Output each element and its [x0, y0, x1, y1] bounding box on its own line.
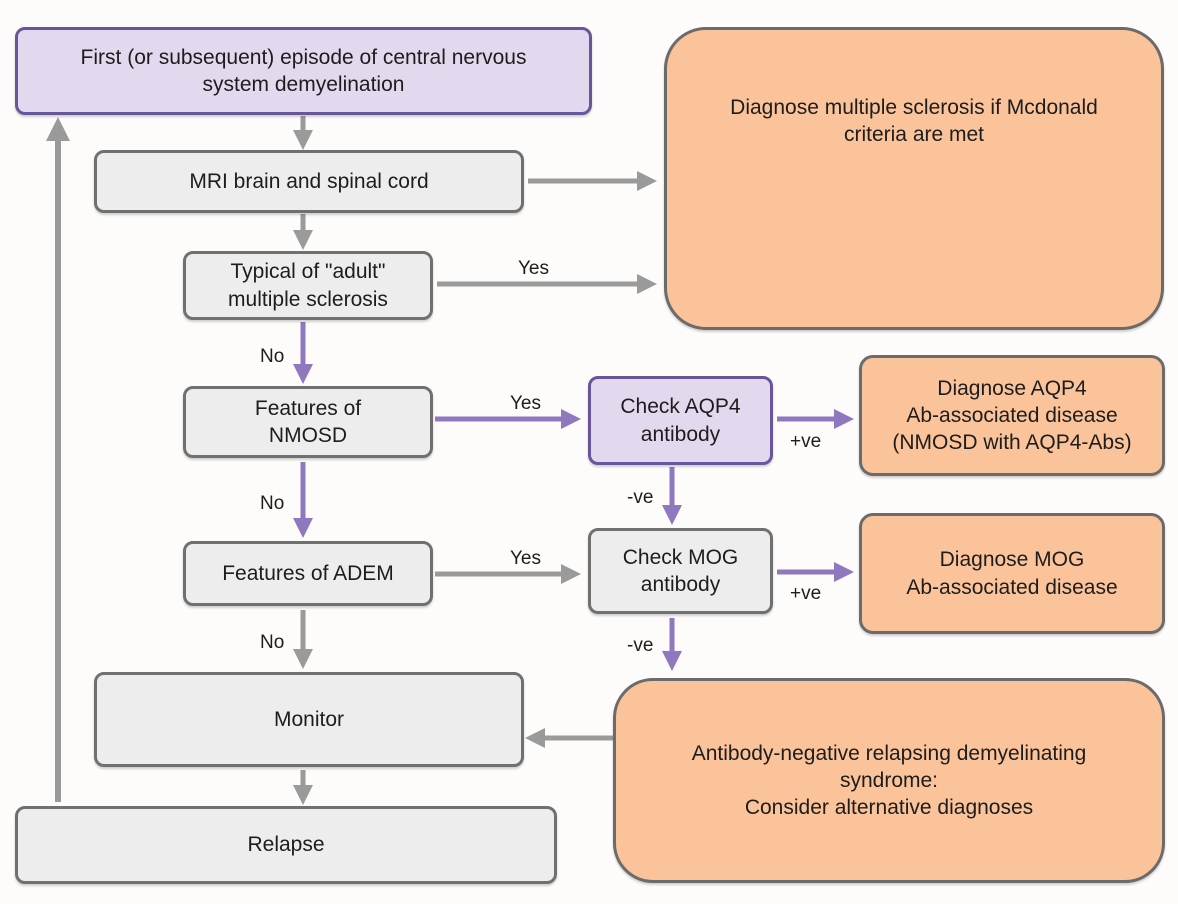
diagnose-ms-box: Diagnose multiple sclerosis if Mcdonald … [664, 27, 1164, 330]
relapse-box: Relapse [15, 806, 557, 884]
features-adem-box: Features of ADEM [183, 541, 433, 606]
features-nmosd-box: Features of NMOSD [183, 386, 433, 458]
check-mog-box: Check MOG antibody [588, 528, 773, 614]
check-aqp4-box: Check AQP4 antibody [588, 376, 773, 465]
label-nmosd-no: No [260, 493, 285, 514]
label-aqp4-positive: +ve [790, 431, 822, 452]
antibody-negative-box: Antibody-negative relapsing demyelinatin… [613, 678, 1165, 883]
label-mog-positive: +ve [790, 583, 822, 604]
typical-ms-box: Typical of "adult" multiple sclerosis [183, 251, 433, 320]
diagnose-aqp4-box: Diagnose AQP4 Ab-associated disease (NMO… [859, 355, 1165, 476]
mri-box: MRI brain and spinal cord [94, 150, 524, 213]
monitor-box: Monitor [94, 672, 524, 767]
diagnose-mog-box: Diagnose MOG Ab-associated disease [859, 513, 1165, 634]
first-episode-box: First (or subsequent) episode of central… [15, 27, 592, 115]
label-typical-no: No [260, 346, 285, 367]
label-adem-yes: Yes [510, 548, 541, 569]
label-typical-yes: Yes [518, 258, 549, 279]
label-nmosd-yes: Yes [510, 393, 541, 414]
label-mog-negative: -ve [627, 635, 654, 656]
label-adem-no: No [260, 632, 285, 653]
label-aqp4-negative: -ve [627, 487, 654, 508]
